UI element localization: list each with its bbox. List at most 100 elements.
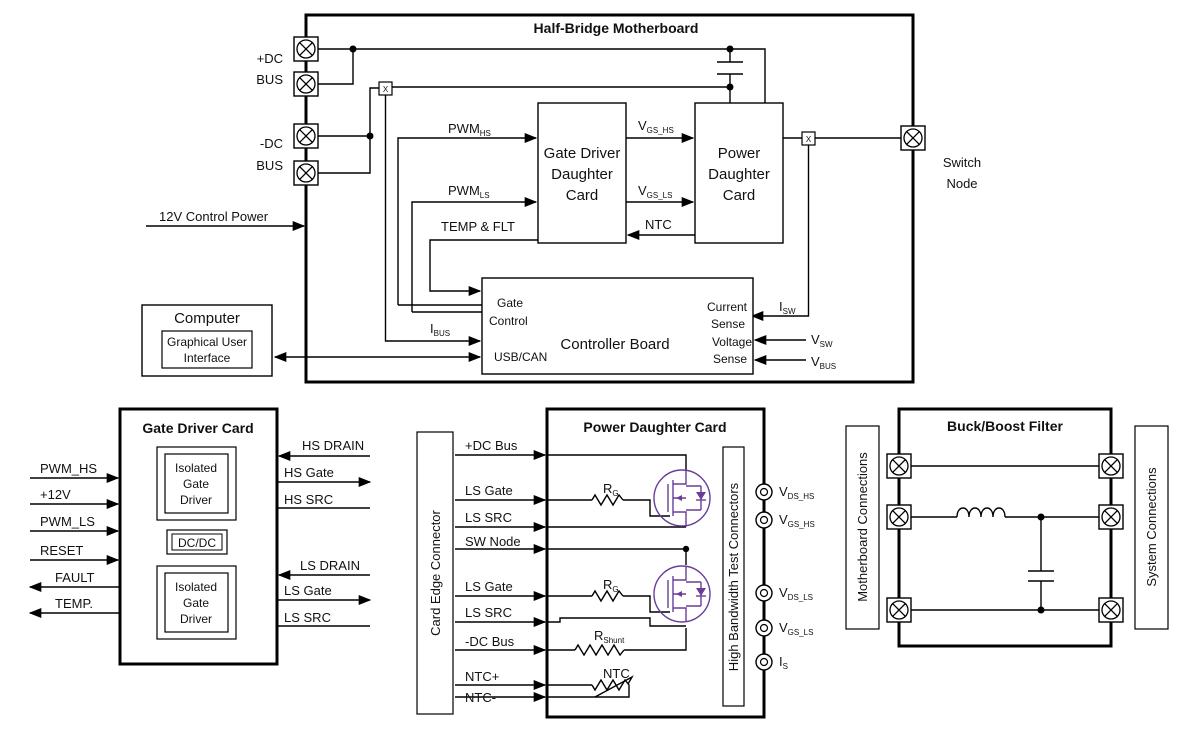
svg-text:Gate Driver: Gate Driver [544,145,621,162]
svg-text:LS Gate: LS Gate [465,579,513,594]
svg-text:VGS_LS: VGS_LS [779,620,813,637]
svg-text:Motherboard Connections: Motherboard Connections [855,452,870,602]
svg-text:Gate Driver Card: Gate Driver Card [142,420,253,436]
svg-text:High Bandwidth Test Connectors: High Bandwidth Test Connectors [726,482,741,671]
svg-text:LS Gate: LS Gate [465,483,513,498]
test-point-is[interactable] [755,653,773,671]
svg-text:FAULT: FAULT [55,570,95,585]
svg-text:Daughter: Daughter [551,166,613,183]
svg-text:Gate: Gate [497,296,523,310]
test-point-vgs-ls[interactable] [755,619,773,637]
svg-text:Gate: Gate [183,477,209,491]
svg-text:+12V: +12V [40,487,71,502]
ibus-label: IBUS [430,321,450,338]
svg-text:VGS_HS: VGS_HS [779,512,815,529]
test-point-vds-hs[interactable] [755,483,773,501]
svg-text:Control: Control [489,314,528,328]
svg-text:+DC Bus: +DC Bus [465,438,518,453]
svg-text:Daughter: Daughter [708,166,770,183]
buck-boost-filter: Buck/Boost Filter Motherboard Connection… [845,407,1169,648]
controller-board-title: Controller Board [560,336,669,353]
svg-text:VDS_HS: VDS_HS [779,484,814,501]
vgs-ls-label: VGS_LS [638,183,672,200]
svg-text:Isolated: Isolated [175,580,217,594]
svg-text:Voltage: Voltage [712,335,752,349]
vbus-label: VBUS [811,354,836,371]
rg-hs-label: RG [603,481,619,498]
svg-text:Buck/Boost Filter: Buck/Boost Filter [947,418,1063,434]
dc-plus-label-1: +DC [257,51,283,66]
temp-flt-label: TEMP & FLT [441,219,515,234]
svg-text:Driver: Driver [180,493,212,507]
svg-text:HS DRAIN: HS DRAIN [302,438,364,453]
svg-text:RESET: RESET [40,543,83,558]
svg-text:Sense: Sense [713,352,747,366]
svg-text:System Connections: System Connections [1144,467,1159,587]
svg-text:IS: IS [779,654,788,671]
ntc-label: NTC [645,217,672,232]
controller-board [481,277,754,375]
switch-node-connector[interactable] [900,125,926,151]
svg-text:Computer: Computer [174,310,240,327]
svg-text:Switch: Switch [943,155,981,170]
gui-box[interactable] [161,330,253,369]
svg-text:VDS_LS: VDS_LS [779,585,813,602]
svg-text:X: X [806,135,812,144]
svg-text:Power Daughter Card: Power Daughter Card [583,419,726,435]
svg-text:LS Gate: LS Gate [284,583,332,598]
svg-text:Driver: Driver [180,612,212,626]
high-side-mosfet [653,469,711,527]
svg-text:Card: Card [566,187,599,204]
gate-driver-daughter-card [537,102,627,244]
svg-text:Node: Node [946,176,977,191]
svg-text:Sense: Sense [711,317,745,331]
high-bandwidth-test-connectors [722,446,745,707]
low-side-mosfet [653,565,711,623]
svg-text:PWM_HS: PWM_HS [40,461,97,476]
svg-text:LS SRC: LS SRC [465,510,512,525]
vsw-label: VSW [811,332,833,349]
rg-ls-label: RG [603,577,619,594]
isw-label: ISW [779,299,796,316]
rshunt-label: RShunt [594,628,625,645]
card-edge-connector [416,431,454,715]
svg-text:-DC Bus: -DC Bus [465,634,515,649]
svg-text:LS DRAIN: LS DRAIN [300,558,360,573]
svg-text:PWM_LS: PWM_LS [40,514,95,529]
svg-text:Card: Card [723,187,756,204]
system-connections [1134,425,1169,630]
dc-plus-label-2: BUS [256,72,283,87]
svg-text:NTC+: NTC+ [465,669,499,684]
svg-text:X: X [383,85,389,94]
test-point-vds-ls[interactable] [755,584,773,602]
svg-text:HS Gate: HS Gate [284,465,334,480]
dc-minus-label-2: BUS [256,158,283,173]
svg-text:DC/DC: DC/DC [178,536,216,550]
ntc-resistor-label: NTC [603,666,630,681]
svg-text:Interface: Interface [184,351,231,365]
motherboard-connections [845,425,880,630]
vgs-hs-label: VGS_HS [638,118,674,135]
dc-minus-label-1: -DC [260,136,283,151]
pwm-ls-label: PWMLS [448,183,490,200]
svg-text:Gate: Gate [183,596,209,610]
svg-text:HS SRC: HS SRC [284,492,333,507]
svg-text:LS SRC: LS SRC [284,610,331,625]
half-bridge-motherboard: Half-Bridge Motherboard +DC BUS -DC BUS … [146,13,981,384]
svg-text:SW Node: SW Node [465,534,521,549]
power-daughter-card: Power Daughter Card Card Edge Connector … [416,407,815,719]
power-daughter-card-block [694,102,784,244]
svg-text:Power: Power [718,145,761,162]
pwm-hs-label: PWMHS [448,121,491,138]
svg-text:Current: Current [707,300,748,314]
svg-text:Isolated: Isolated [175,461,217,475]
svg-text:Graphical User: Graphical User [167,335,247,349]
svg-text:NTC-: NTC- [465,690,496,705]
svg-text:TEMP.: TEMP. [55,596,93,611]
control-power-label: 12V Control Power [159,209,269,224]
svg-text:LS SRC: LS SRC [465,605,512,620]
motherboard-title: Half-Bridge Motherboard [534,20,699,36]
test-point-vgs-hs[interactable] [755,511,773,529]
svg-text:USB/CAN: USB/CAN [494,350,547,364]
computer-box: Computer Graphical User Interface [141,304,273,377]
